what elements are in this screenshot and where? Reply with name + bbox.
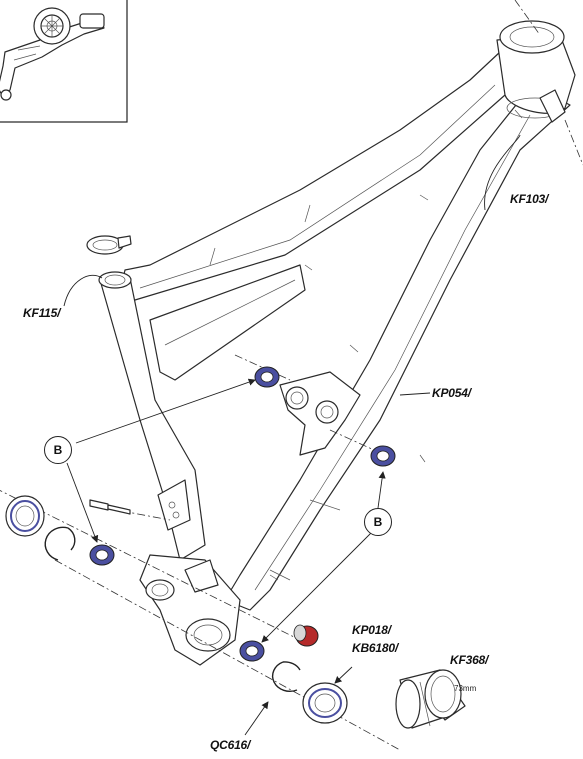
circlip-left xyxy=(44,526,76,561)
bearings xyxy=(89,366,396,662)
label-kp054: KP054/ xyxy=(432,386,471,400)
label-kp018: KP018/ xyxy=(352,623,391,637)
cup-right xyxy=(302,682,348,724)
label-bb-width: 73mm xyxy=(454,684,477,693)
rear-derailleur-icon xyxy=(0,7,105,101)
leader-lines xyxy=(63,134,521,736)
axle-nut xyxy=(293,624,319,647)
shock-mount xyxy=(279,371,361,456)
bearing-right xyxy=(370,445,396,467)
top-tube xyxy=(119,51,521,301)
bearing-left xyxy=(89,544,115,566)
bb-sleeve xyxy=(395,669,466,729)
label-qc616: QC616/ xyxy=(210,738,251,752)
label-kb6180: KB6180/ xyxy=(352,641,398,655)
pivot-bolt xyxy=(89,499,131,515)
bearing-upper xyxy=(254,366,280,388)
circlip-right xyxy=(271,661,301,692)
shock-brace xyxy=(149,264,306,381)
label-kf368: KF368/ xyxy=(450,653,489,667)
seat-clamp xyxy=(86,235,132,255)
callout-b-upper: B xyxy=(44,436,72,464)
callout-b-lower: B xyxy=(364,508,392,536)
cup-left xyxy=(5,495,45,537)
frame xyxy=(86,20,576,666)
label-kf103: KF103/ xyxy=(510,192,549,206)
inset-box xyxy=(0,0,128,123)
label-kf115: KF115/ xyxy=(23,306,61,320)
bearing-lower xyxy=(239,640,265,662)
